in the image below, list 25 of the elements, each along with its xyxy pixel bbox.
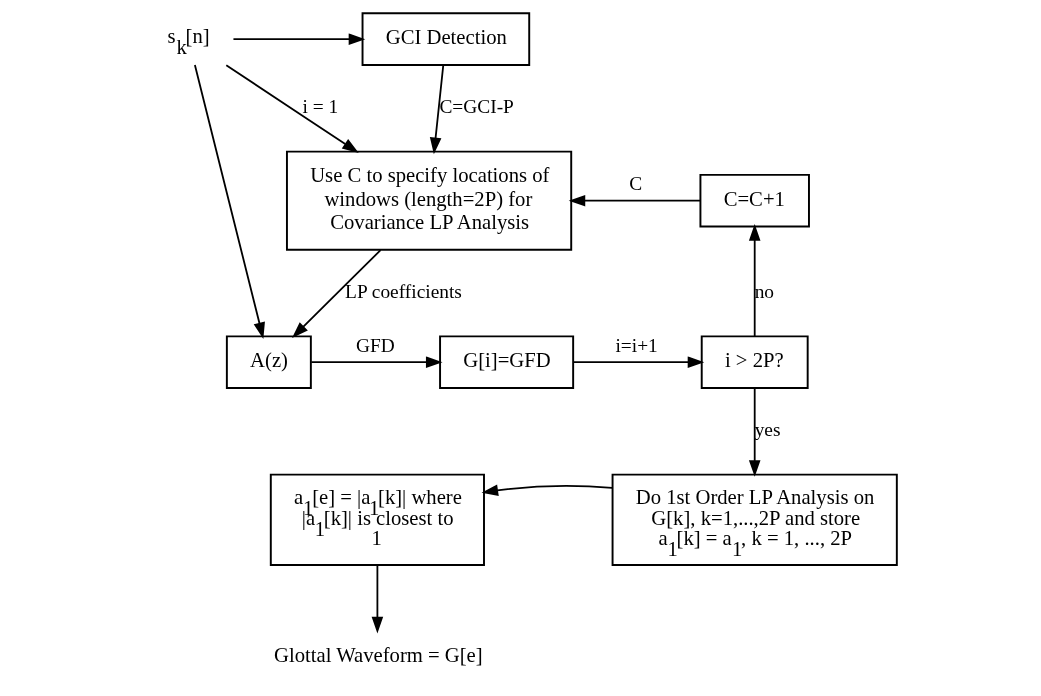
- edge-label: GFD: [356, 334, 395, 356]
- node-box: GCI Detection: [361, 12, 531, 66]
- edge-label: i = 1: [302, 95, 339, 117]
- node-text: Glottal Waveform = G[e]: [274, 643, 483, 666]
- node-box: C=C+1: [699, 173, 810, 228]
- node-box: A(z): [225, 335, 312, 390]
- arrow: [225, 64, 359, 153]
- edge-label: C=GCI-P: [439, 95, 514, 117]
- node-box: G[i]=GFD: [439, 335, 575, 390]
- arrow: [292, 249, 382, 338]
- arrow: [572, 356, 705, 368]
- arrow: [748, 387, 761, 477]
- node-box: i > 2P?: [700, 335, 809, 390]
- node-box: Use C to specify locations of windows (length=2P) for Covariance LP Analysis: [285, 150, 573, 251]
- edge-label: LP coefficients: [345, 280, 462, 302]
- edge-label: C: [629, 173, 643, 195]
- arrow: [232, 33, 366, 45]
- arrow: [429, 64, 445, 155]
- arrow: [194, 64, 265, 339]
- arrow: [310, 356, 443, 368]
- arrow: [481, 484, 613, 497]
- arrow: [748, 224, 761, 338]
- arrow: [371, 564, 384, 634]
- arrow: [568, 194, 702, 207]
- edge-label: i=i+1: [615, 334, 658, 356]
